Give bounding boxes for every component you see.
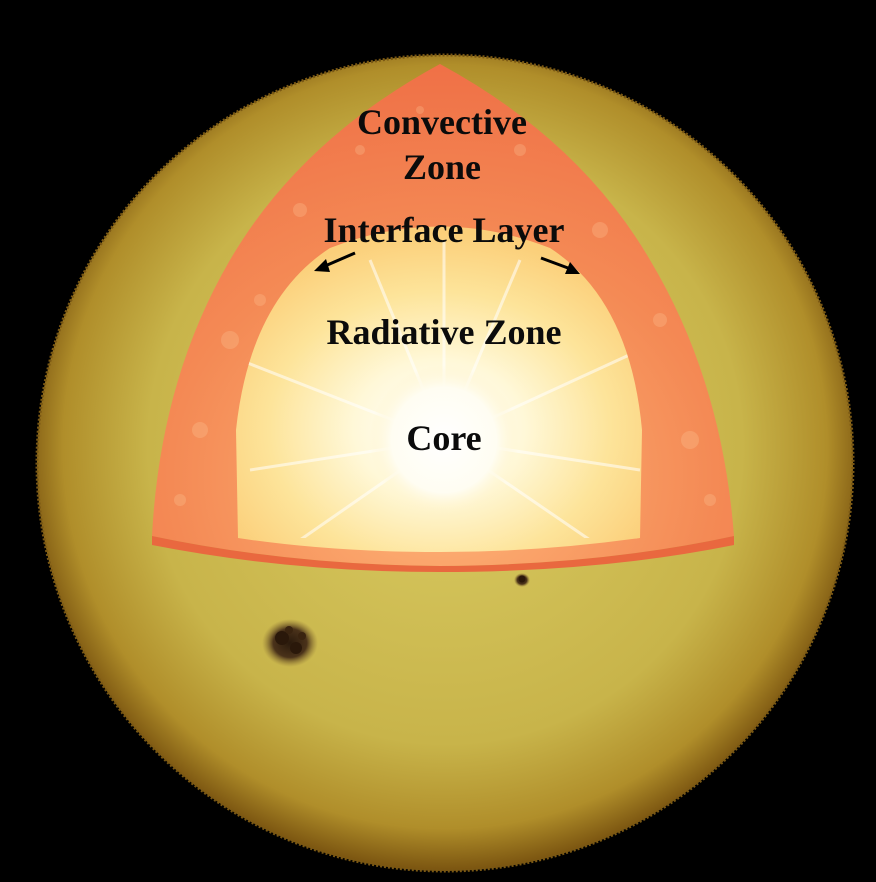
core [369, 365, 519, 515]
label-radiative-zone: Radiative Zone [326, 312, 561, 352]
label-core: Core [406, 418, 481, 458]
label-interface-layer: Interface Layer [324, 210, 565, 250]
cut-face [152, 536, 734, 572]
label-convective-line2: Zone [403, 147, 481, 187]
sunspot-small [514, 573, 530, 587]
convective-texture [174, 106, 716, 506]
interface-arrow-right [540, 256, 580, 274]
sun-limb [35, 53, 855, 873]
interface-arrow-left [314, 251, 356, 272]
label-convective-line1: Convective [357, 102, 527, 142]
sunspot-group-large [262, 619, 318, 667]
